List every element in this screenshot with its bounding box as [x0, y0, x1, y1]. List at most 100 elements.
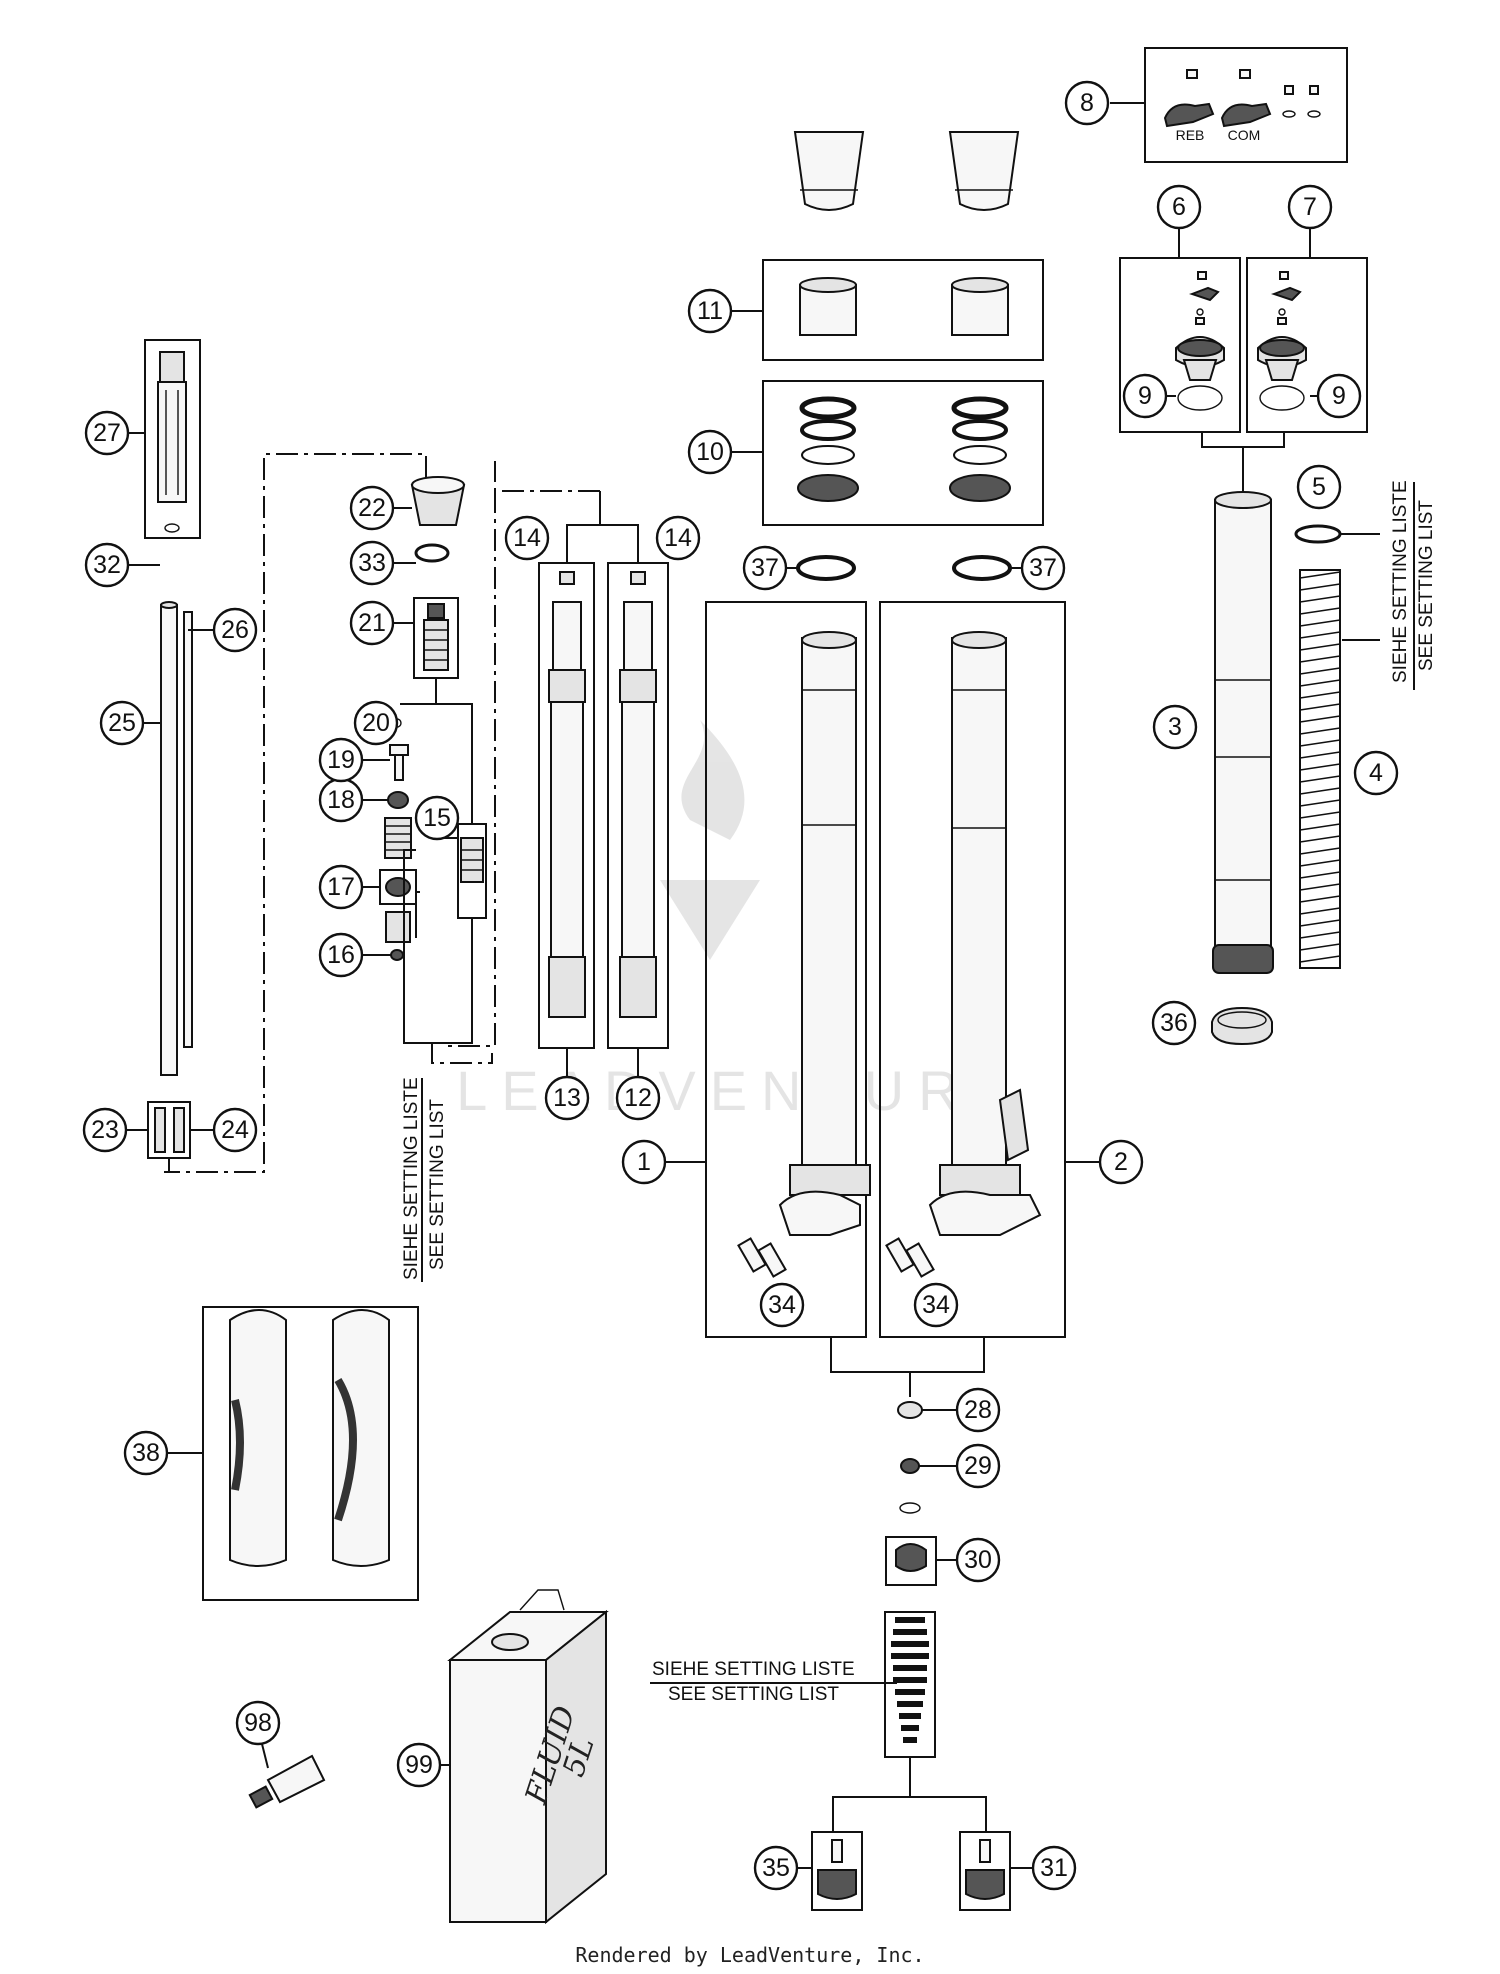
svg-text:6: 6 [1172, 193, 1186, 221]
svg-text:35: 35 [762, 1854, 790, 1882]
callout-9-right[interactable]: 9 [1316, 373, 1362, 419]
callout-12[interactable]: 12 [615, 1075, 661, 1121]
callout-8[interactable]: 8 [1064, 80, 1110, 126]
callout-25[interactable]: 25 [99, 700, 145, 746]
svg-text:23: 23 [91, 1116, 119, 1144]
svg-text:25: 25 [108, 709, 136, 737]
callout-34-right[interactable]: 34 [913, 1282, 959, 1328]
kit-6-top-cap [1119, 257, 1241, 433]
footer-credit: Rendered by LeadVenture, Inc. [575, 1943, 925, 1967]
callout-38[interactable]: 38 [123, 1430, 169, 1476]
kit-7-top-cap [1246, 257, 1368, 433]
callout-5[interactable]: 5 [1296, 464, 1342, 510]
rod-26 [183, 611, 193, 1048]
svg-text:34: 34 [768, 1291, 796, 1319]
svg-text:13: 13 [553, 1084, 581, 1112]
svg-text:8: 8 [1080, 89, 1094, 117]
callout-34-left[interactable]: 34 [759, 1282, 805, 1328]
svg-text:28: 28 [964, 1396, 992, 1424]
svg-text:17: 17 [327, 873, 355, 901]
callout-31[interactable]: 31 [1031, 1845, 1077, 1891]
callout-36[interactable]: 36 [1151, 1000, 1197, 1046]
callout-13[interactable]: 13 [544, 1075, 590, 1121]
callout-22[interactable]: 22 [349, 485, 395, 531]
svg-text:26: 26 [221, 616, 249, 644]
callout-6[interactable]: 6 [1156, 184, 1202, 230]
svg-text:3: 3 [1168, 713, 1182, 741]
callout-3[interactable]: 3 [1152, 704, 1198, 750]
valve-17 [385, 877, 411, 897]
callout-24[interactable]: 24 [212, 1107, 258, 1153]
outer-tube-3 [1212, 491, 1274, 974]
callout-30[interactable]: 30 [955, 1537, 1001, 1583]
callout-35[interactable]: 35 [753, 1845, 799, 1891]
grease-tube-98 [248, 1754, 326, 1809]
svg-text:21: 21 [358, 609, 386, 637]
svg-text:7: 7 [1303, 193, 1317, 221]
callout-32[interactable]: 32 [84, 542, 130, 588]
callout-27[interactable]: 27 [84, 410, 130, 456]
callout-21[interactable]: 21 [349, 600, 395, 646]
fork-leg-1 [737, 631, 871, 1278]
valve-30 [895, 1543, 927, 1572]
callout-14-left[interactable]: 14 [504, 515, 550, 561]
rod-25 [160, 601, 178, 1076]
callout-14-right[interactable]: 14 [655, 515, 701, 561]
valve-15 [460, 837, 484, 883]
svg-text:29: 29 [964, 1452, 992, 1480]
callout-10[interactable]: 10 [687, 429, 733, 475]
svg-text:98: 98 [244, 1709, 272, 1737]
setting-note-en-center: SEE SETTING LIST [668, 1684, 839, 1705]
callout-17[interactable]: 17 [318, 864, 364, 910]
base-valve-35 [811, 1831, 863, 1911]
callout-9-left[interactable]: 9 [1122, 373, 1168, 419]
svg-text:15: 15 [423, 804, 451, 832]
svg-text:36: 36 [1160, 1009, 1188, 1037]
callout-18[interactable]: 18 [318, 777, 364, 823]
fork-leg-2 [885, 631, 1042, 1278]
svg-text:37: 37 [1029, 554, 1057, 582]
callout-15[interactable]: 15 [414, 795, 460, 841]
nut-18 [387, 791, 409, 809]
fork-protector-caps [793, 131, 1020, 211]
washer [899, 1502, 921, 1514]
needle-19 [389, 744, 409, 781]
callout-20[interactable]: 20 [353, 700, 399, 746]
callout-28[interactable]: 28 [955, 1387, 1001, 1433]
callout-4[interactable]: 4 [1353, 750, 1399, 796]
guide-bushings-11 [799, 277, 1009, 336]
callout-11[interactable]: 11 [687, 288, 733, 334]
shim-stack-bottom [891, 1617, 929, 1743]
kit-27-box [144, 339, 201, 539]
svg-text:9: 9 [1332, 382, 1346, 410]
fluid-can-99: FLUID 5L [447, 1589, 609, 1925]
seal-kit-10 [797, 396, 1011, 502]
callout-37-right[interactable]: 37 [1020, 545, 1066, 591]
svg-text:12: 12 [624, 1084, 652, 1112]
callout-16[interactable]: 16 [318, 932, 364, 978]
callout-1[interactable]: 1 [621, 1139, 667, 1185]
leadventure-watermark: LEADVENTURE [456, 720, 1024, 1122]
svg-text:31: 31 [1040, 1854, 1068, 1882]
svg-text:27: 27 [93, 419, 121, 447]
callout-98[interactable]: 98 [235, 1700, 281, 1746]
com-label: COM [1228, 127, 1261, 143]
callout-2[interactable]: 2 [1098, 1139, 1144, 1185]
svg-text:34: 34 [922, 1291, 950, 1319]
svg-text:24: 24 [221, 1116, 249, 1144]
svg-text:33: 33 [358, 549, 386, 577]
fork-spring-4 [1299, 569, 1341, 969]
svg-text:30: 30 [964, 1546, 992, 1574]
callout-23[interactable]: 23 [82, 1107, 128, 1153]
svg-text:18: 18 [327, 786, 355, 814]
callout-29[interactable]: 29 [955, 1443, 1001, 1489]
svg-text:20: 20 [362, 709, 390, 737]
callout-7[interactable]: 7 [1287, 184, 1333, 230]
callout-99[interactable]: 99 [396, 1742, 442, 1788]
callout-33[interactable]: 33 [349, 540, 395, 586]
callout-19[interactable]: 19 [318, 737, 364, 783]
callout-37-left[interactable]: 37 [742, 545, 788, 591]
callout-26[interactable]: 26 [212, 607, 258, 653]
watermark-text: LEADVENTURE [456, 1059, 1024, 1122]
base-valve-31 [959, 1831, 1011, 1911]
